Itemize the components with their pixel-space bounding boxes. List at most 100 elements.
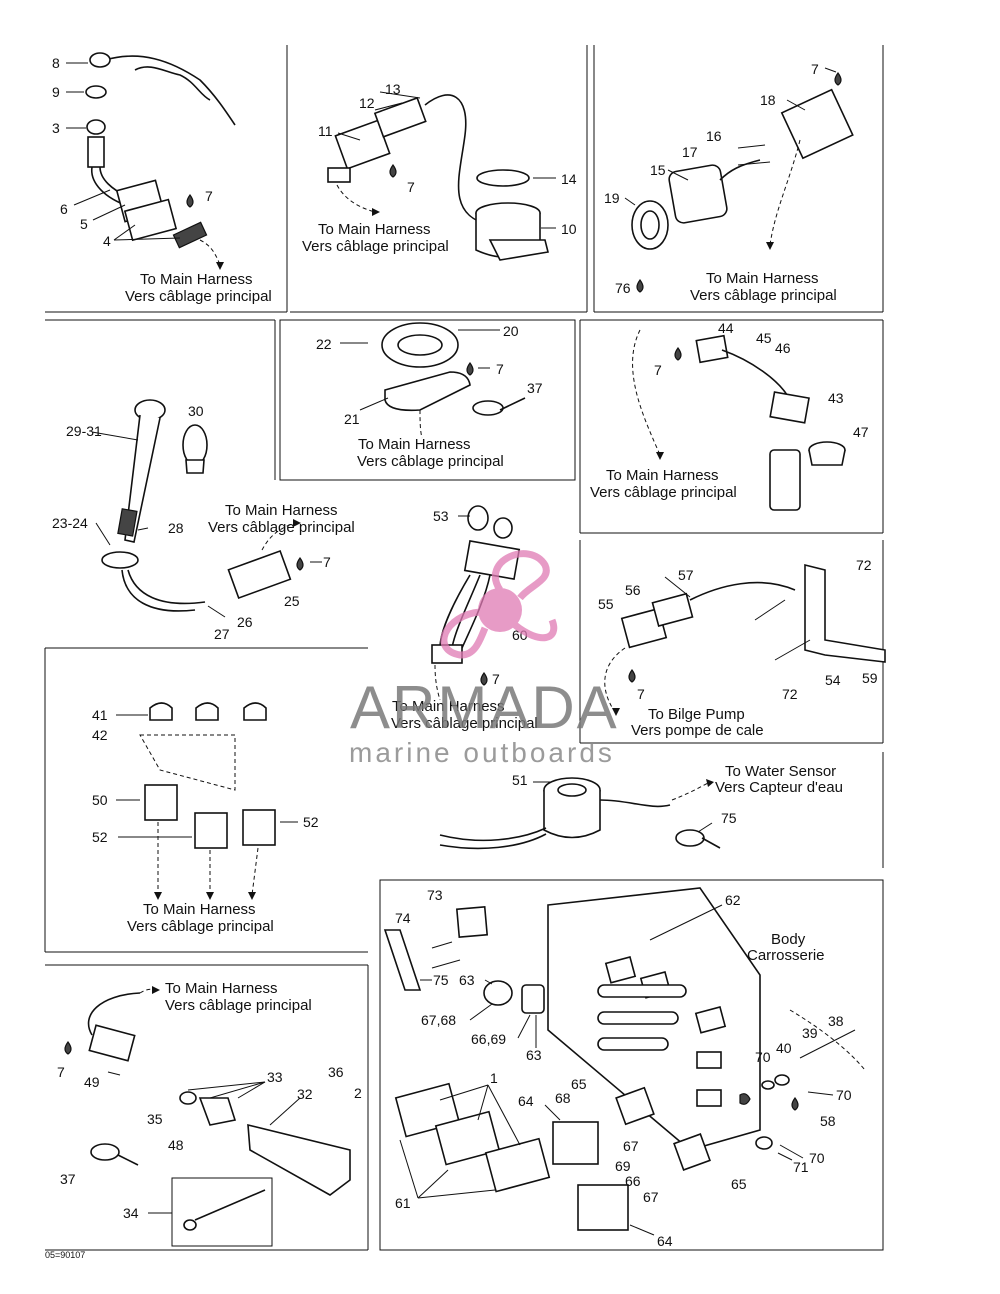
part-number: 20 xyxy=(503,323,519,339)
part-number: 45 xyxy=(756,330,772,346)
part-number: 55 xyxy=(598,596,614,612)
part-number: 72 xyxy=(782,686,798,702)
harness-label-en: To Main Harness xyxy=(143,901,256,918)
part-number: 7 xyxy=(811,61,819,77)
part-number: 54 xyxy=(825,672,841,688)
part-number: 7 xyxy=(57,1064,65,1080)
part-number: 73 xyxy=(427,887,443,903)
part-number: 8 xyxy=(52,55,60,71)
harness-label-fr: Vers câblage principal xyxy=(127,918,274,935)
part-number: 66,69 xyxy=(471,1031,506,1047)
part-number: 75 xyxy=(433,972,449,988)
part-number: 53 xyxy=(433,508,449,524)
part-number: 2 xyxy=(354,1085,362,1101)
part-number: 70 xyxy=(809,1150,825,1166)
watermark: ARMADA marine outboards xyxy=(349,550,619,768)
panel-connector-harness-3 xyxy=(624,67,854,293)
panel-frames xyxy=(44,45,884,1251)
part-number: 16 xyxy=(706,128,722,144)
harness-label-en: To Main Harness xyxy=(318,221,431,238)
part-number: 3 xyxy=(52,120,60,136)
part-number: 50 xyxy=(92,792,108,808)
part-number: 35 xyxy=(147,1111,163,1127)
harness-label-fr: Vers câblage principal xyxy=(208,519,355,536)
part-number: 58 xyxy=(820,1113,836,1129)
part-number: 63 xyxy=(526,1047,542,1063)
part-number: 39 xyxy=(802,1025,818,1041)
part-number: 57 xyxy=(678,567,694,583)
part-number: 72 xyxy=(856,557,872,573)
part-number: 76 xyxy=(615,280,631,296)
part-number: 64 xyxy=(657,1233,673,1249)
harness-label-fr: Vers câblage principal xyxy=(357,453,504,470)
part-number: 23-24 xyxy=(52,515,88,531)
part-number: 70 xyxy=(836,1087,852,1103)
harness-label-en: To Main Harness xyxy=(706,270,819,287)
panel-connector-harness-32 xyxy=(64,986,351,1247)
part-numbers: 8 9 3 6 5 4 7 13 12 11 7 14 10 7 18 16 1… xyxy=(52,55,878,1249)
watermark-name: ARMADA xyxy=(350,674,619,741)
harness-label-fr: Vers câblage principal xyxy=(302,238,449,255)
part-number: 49 xyxy=(84,1074,100,1090)
part-number: 19 xyxy=(604,190,620,206)
part-number: 75 xyxy=(721,810,737,826)
part-number: 37 xyxy=(60,1171,76,1187)
harness-label-en: To Main Harness xyxy=(165,980,278,997)
part-number: 4 xyxy=(103,233,111,249)
panel-connector-harness-2 xyxy=(327,91,556,261)
part-number: 65 xyxy=(571,1076,587,1092)
part-number: 37 xyxy=(527,380,543,396)
part-number: 32 xyxy=(297,1086,313,1102)
harness-label-en: To Main Harness xyxy=(358,436,471,453)
part-number: 1 xyxy=(490,1070,498,1086)
part-number: 38 xyxy=(828,1013,844,1029)
water-sensor-label-fr: Vers Capteur d'eau xyxy=(715,779,843,796)
part-number: 25 xyxy=(284,593,300,609)
harness-label-fr: Vers câblage principal xyxy=(690,287,837,304)
part-number: 42 xyxy=(92,727,108,743)
panel-sensor-43 xyxy=(632,329,846,511)
part-number: 64 xyxy=(518,1093,534,1109)
part-number: 59 xyxy=(862,670,878,686)
part-number: 21 xyxy=(344,411,360,427)
panel-relays-50 xyxy=(116,702,298,900)
harness-label-fr: Vers câblage principal xyxy=(165,997,312,1014)
panel-electrical-box-62 xyxy=(383,887,866,1236)
part-number: 74 xyxy=(395,910,411,926)
part-number: 7 xyxy=(492,671,500,687)
part-number: 12 xyxy=(359,95,375,111)
part-number: 36 xyxy=(328,1064,344,1080)
harness-label-fr: Vers câblage principal xyxy=(391,715,538,732)
panel-light-23 xyxy=(91,399,322,618)
part-number: 14 xyxy=(561,171,577,187)
part-number: 41 xyxy=(92,707,108,723)
part-number: 7 xyxy=(496,361,504,377)
part-number: 43 xyxy=(828,390,844,406)
watermark-tagline: marine outboards xyxy=(349,737,615,768)
part-number: 67,68 xyxy=(421,1012,456,1028)
part-number: 17 xyxy=(682,144,698,160)
part-number: 5 xyxy=(80,216,88,232)
part-number: 34 xyxy=(123,1205,139,1221)
part-number: 11 xyxy=(318,123,333,139)
part-number: 9 xyxy=(52,84,60,100)
part-number: 40 xyxy=(776,1040,792,1056)
bilge-pump-label-fr: Vers pompe de cale xyxy=(631,722,764,739)
part-number: 13 xyxy=(385,81,401,97)
part-number: 56 xyxy=(625,582,641,598)
part-number: 22 xyxy=(316,336,332,352)
part-number: 67 xyxy=(623,1138,639,1154)
part-number: 7 xyxy=(637,686,645,702)
part-number: 30 xyxy=(188,403,204,419)
harness-labels: To Main Harness Vers câblage principal T… xyxy=(125,221,837,1014)
part-number: 7 xyxy=(205,188,213,204)
part-number: 27 xyxy=(214,626,230,642)
part-number: 67 xyxy=(643,1189,659,1205)
part-number: 52 xyxy=(92,829,108,845)
part-number: 47 xyxy=(853,424,869,440)
part-number: 7 xyxy=(654,362,662,378)
harness-label-en: To Main Harness xyxy=(392,698,505,715)
part-number: 18 xyxy=(760,92,776,108)
part-number: 44 xyxy=(718,320,734,336)
